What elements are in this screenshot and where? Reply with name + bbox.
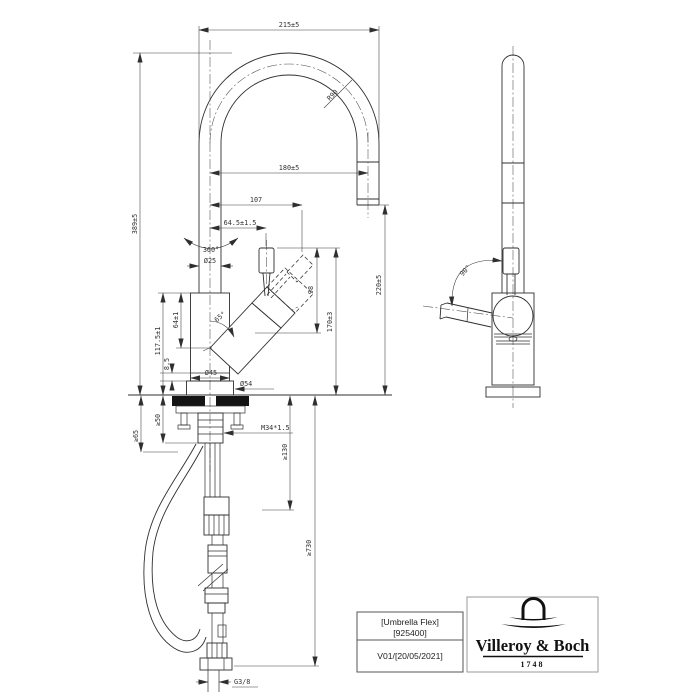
dim-lever-offset: 64.5±1.5 — [224, 219, 257, 227]
dim-spout-outlet-height: 220±5 — [375, 275, 383, 295]
dim-bend-radius: R90 — [326, 88, 340, 102]
dim-hose-length: ≥730 — [305, 540, 313, 556]
brand-year: 1748 — [521, 660, 545, 669]
dim-lever-top-height: 170±3 — [326, 312, 334, 332]
dim-swivel-angle: 360° — [203, 246, 219, 254]
brand-name: Villeroy & Boch — [476, 636, 590, 655]
logo-wave-icon — [509, 617, 558, 621]
dim-body-diameter: Ø45 — [205, 369, 217, 377]
dim-overall-width: 215±5 — [279, 21, 299, 29]
product-name: [Umbrella Flex] — [381, 617, 439, 627]
version-date: V01/[20/05/2021] — [377, 651, 442, 661]
dim-spout-reach: 180±5 — [279, 164, 299, 172]
side-view: 90° — [422, 46, 541, 408]
dim-body-height: 117.5±1 — [154, 327, 162, 356]
title-block: [Umbrella Flex] [925400] V01/[20/05/2021… — [356, 596, 599, 673]
front-view: 215±5 R90 389±5 180±5 107 64.5±1.5 360° — [128, 21, 392, 692]
dim-column-diameter: Ø25 — [204, 257, 216, 265]
dim-head-angle: 65° — [213, 310, 228, 324]
hoses — [143, 443, 233, 692]
dim-head-offset: 64±1 — [172, 312, 180, 328]
dim-deck-clearance: ≥65 — [132, 430, 140, 442]
mounting-hardware — [172, 396, 249, 444]
dim-reach-to-lever: 107 — [250, 196, 262, 204]
dimensions-front: 215±5 R90 389±5 180±5 107 64.5±1.5 360° — [131, 21, 389, 688]
side-handle — [422, 302, 514, 328]
product-code: [925400] — [393, 628, 426, 638]
dim-handle-rotation: 90° — [458, 263, 472, 277]
dim-shank-thread: M34*1.5 — [261, 424, 290, 432]
brand-logo: Villeroy & Boch 1748 — [466, 596, 599, 673]
dim-flange-diameter: Ø54 — [240, 380, 252, 388]
logo-wave2-icon — [501, 624, 566, 628]
logo-arch-icon — [521, 597, 546, 620]
dim-max-deck-thickness: ≥50 — [154, 414, 162, 426]
dim-supply-connection: G3/8 — [234, 678, 250, 686]
faucet-body — [186, 247, 314, 396]
dim-under-deck-clearance: ≥130 — [281, 444, 289, 460]
center-lines — [202, 40, 369, 472]
dim-base-step: 8.5 — [163, 358, 171, 370]
dim-overall-height: 389±5 — [131, 214, 139, 234]
dim-lever-height: 98 — [307, 286, 315, 294]
